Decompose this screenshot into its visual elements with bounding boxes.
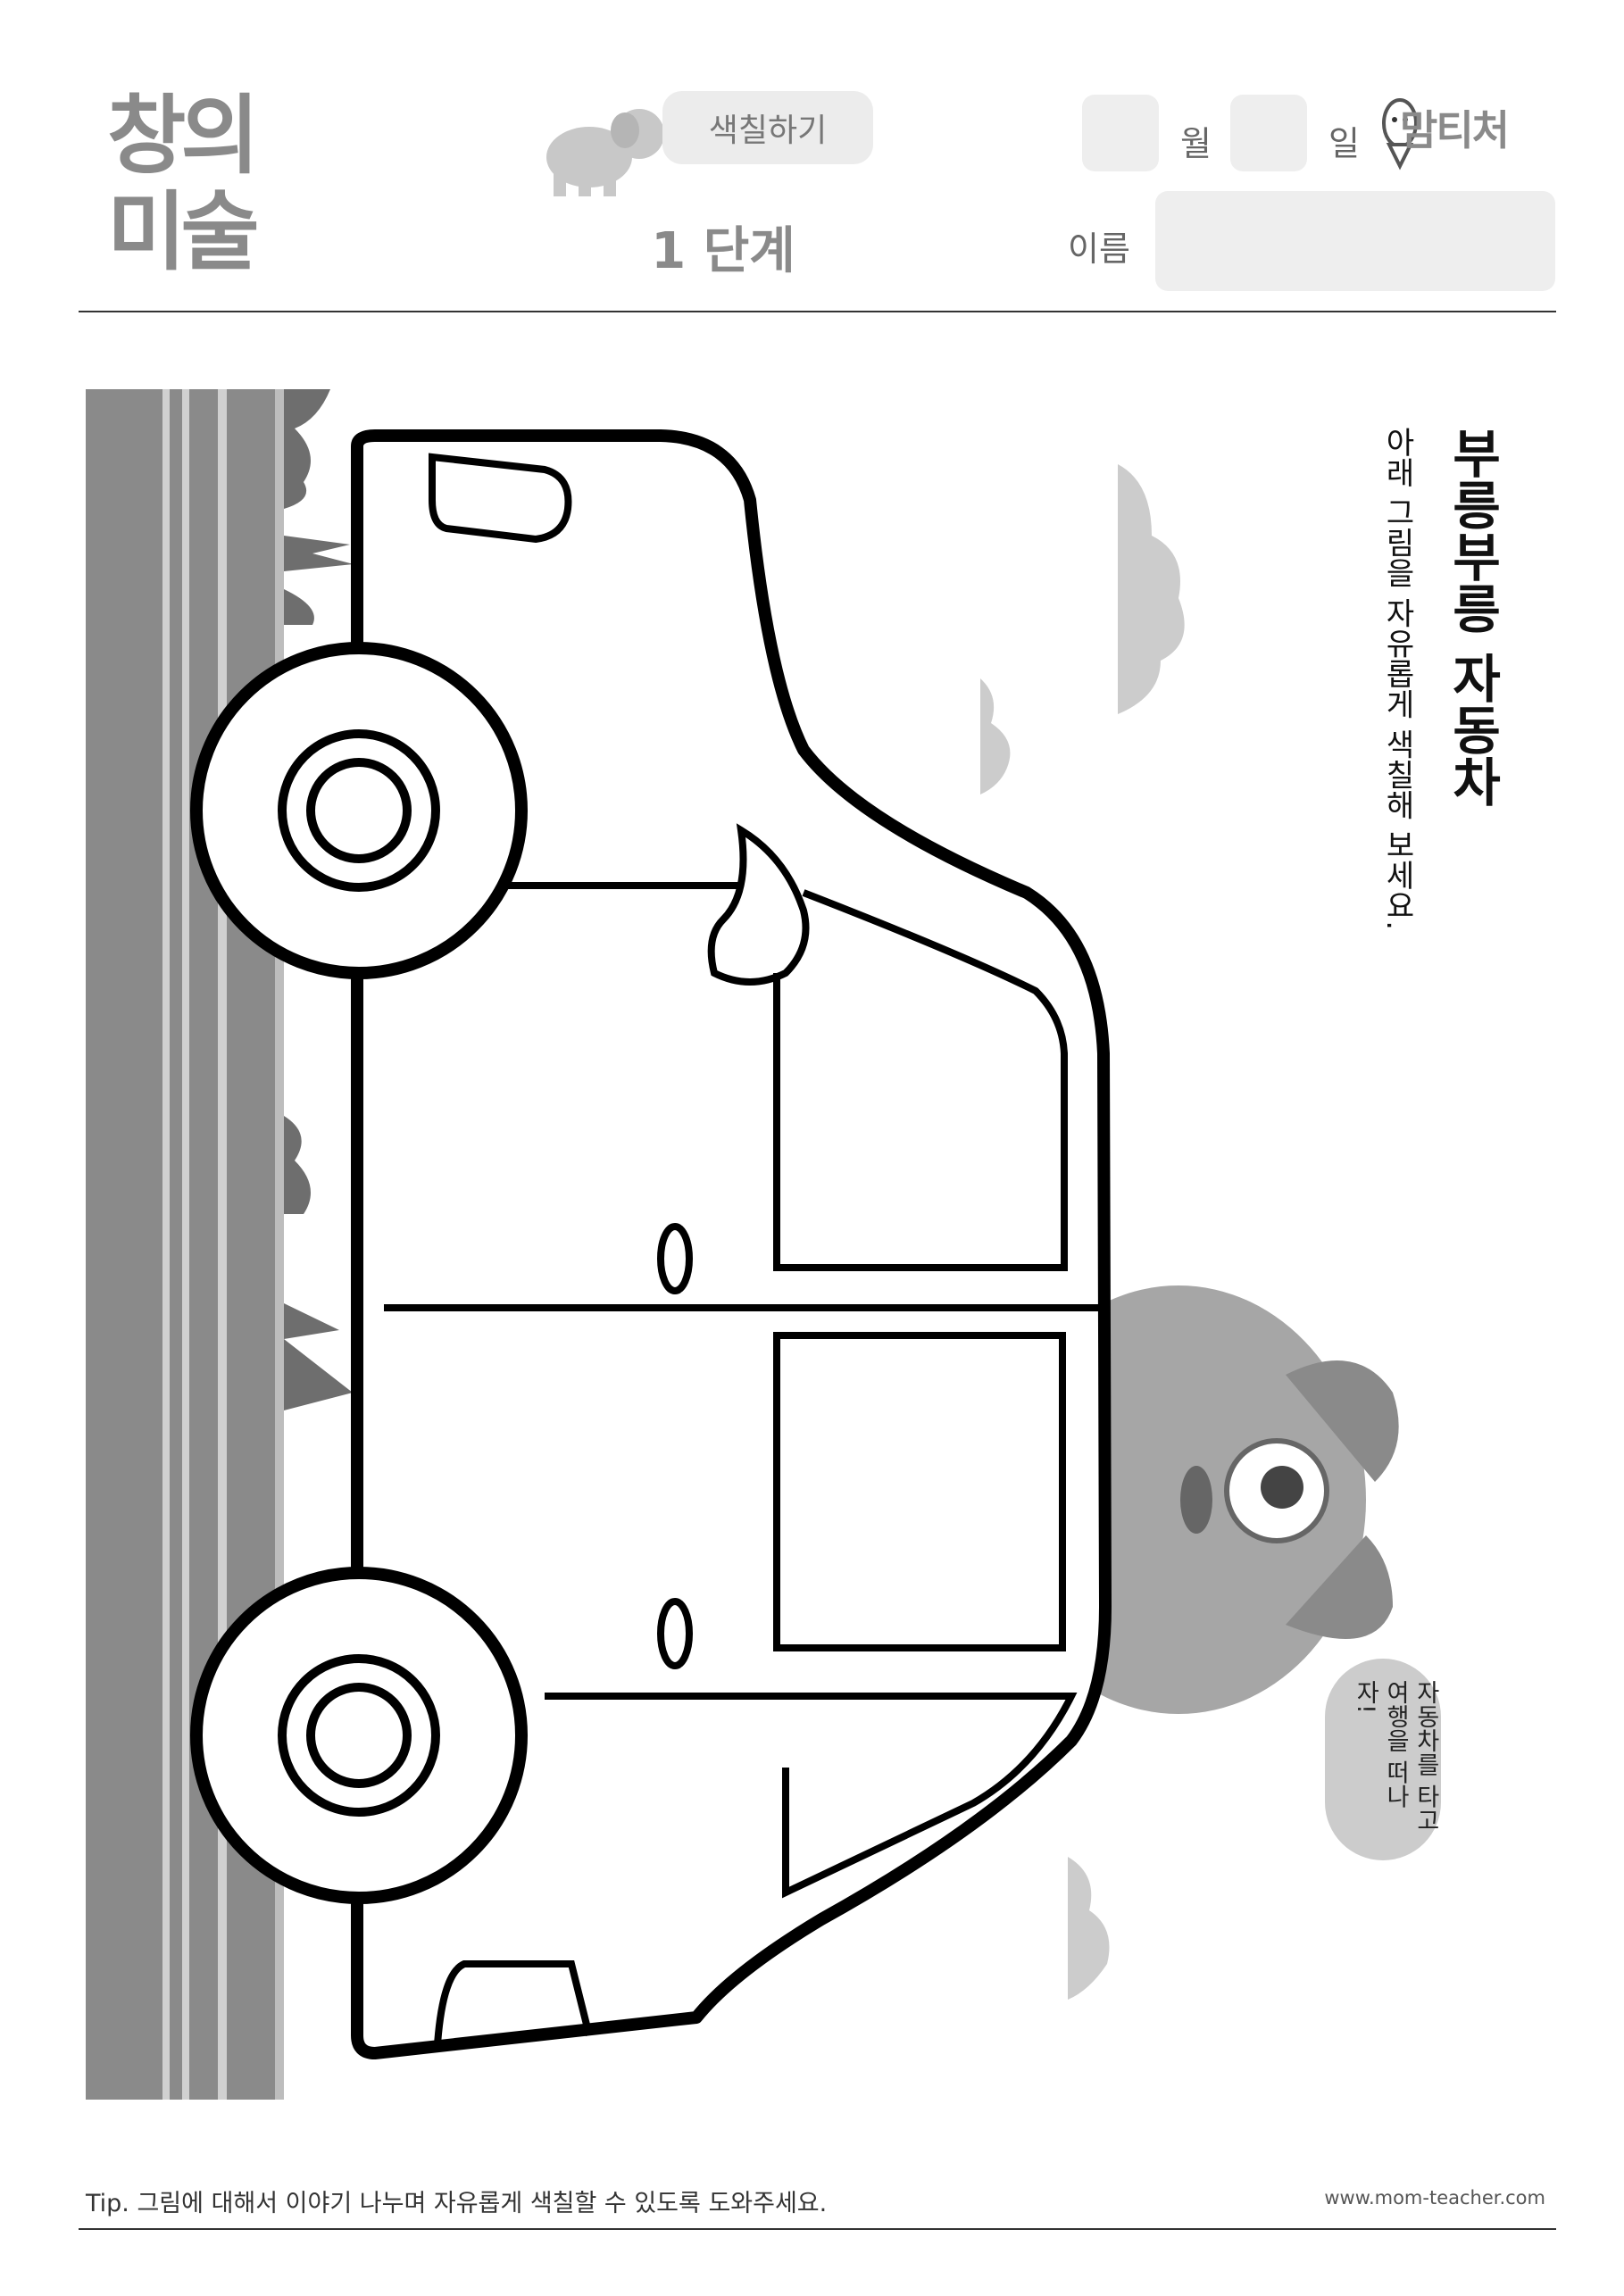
bushes — [284, 389, 354, 1410]
header-divider — [79, 311, 1556, 312]
speech-bubble-text: 자동차를 타고 여행을 떠나자! — [1351, 1680, 1440, 1833]
name-label: 이름 — [1068, 229, 1130, 269]
website-url[interactable]: www.mom-teacher.com — [1324, 2187, 1545, 2209]
brand-name: 맘티처 — [1400, 106, 1510, 154]
speech-bubble — [1325, 1659, 1441, 1860]
worksheet-title: 부릉부릉 자동차 — [1442, 427, 1503, 808]
logo-line-2: 미술 — [107, 182, 260, 282]
clouds — [980, 464, 1185, 2000]
activity-label: 색칠하기 — [662, 91, 873, 164]
wheels — [190, 642, 528, 1904]
month-label: 월 — [1180, 124, 1212, 163]
name-input-box[interactable] — [1155, 191, 1555, 291]
road — [86, 389, 284, 2100]
pencil-mascot-icon — [1382, 98, 1418, 171]
elephant-icon — [546, 109, 687, 196]
day-label: 일 — [1328, 124, 1360, 163]
tip-text: Tip. 그림에 대해서 이야기 나누며 자유롭게 색칠할 수 있도록 도와주세… — [86, 2190, 828, 2217]
month-input-box[interactable] — [1082, 95, 1159, 171]
level-label: 1 단계 — [651, 222, 795, 280]
logo-line-1: 창의 — [107, 86, 260, 186]
footer-divider — [79, 2228, 1556, 2230]
day-input-box[interactable] — [1230, 95, 1307, 171]
instruction-text: 아래 그림을 자유롭게 색칠해 보세요. — [1379, 427, 1415, 931]
